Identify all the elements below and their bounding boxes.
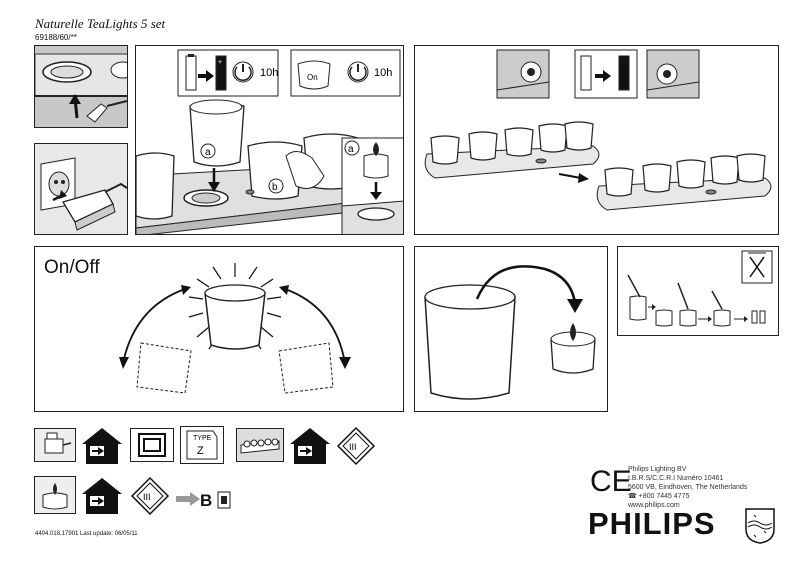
panel-charging-dock: + 10h On 10h a b a <box>135 45 404 235</box>
battery-hours-1: 10h <box>260 67 278 79</box>
address-line-5: www.philips.com <box>628 502 680 509</box>
on-label: On <box>307 73 318 82</box>
philips-shield-logo <box>742 505 778 545</box>
label-b: b <box>272 182 278 193</box>
address-line-3: 5600 VB, Eindhoven, The Netherlands <box>628 484 748 491</box>
doc-reference: 4404.018.17901 Last update: 06/05/11 <box>35 531 138 537</box>
class-iii-label-1: III <box>349 442 357 452</box>
double-insulation-icon <box>130 428 174 462</box>
battery-hours-2: 10h <box>374 67 392 79</box>
type-label: TYPE <box>193 435 212 442</box>
five-candles-illustration <box>424 49 772 211</box>
charging-dock-illustration: + 10h On 10h a b a <box>136 49 403 234</box>
type-letter: Z <box>197 445 204 457</box>
tealight-icon <box>34 476 76 514</box>
class-iii-label-2: III <box>143 492 151 502</box>
dock-plug-illustration <box>35 46 127 127</box>
on-off-title: On/Off <box>44 257 100 278</box>
candle-tealight-illustration <box>424 265 596 400</box>
address-line-2: I.B.R.S/C.C.R.I Numéro 10461 <box>628 475 724 482</box>
address-line-4: ☎ +800 7445 4775 <box>628 493 690 500</box>
document-title: Naturelle TeaLights 5 set <box>35 16 166 31</box>
indoor-use-icon-3 <box>78 476 126 516</box>
manual-icon <box>216 490 232 510</box>
panel-five-candles <box>414 45 779 235</box>
panel-candle-tealight <box>414 246 608 412</box>
indoor-use-icon <box>78 426 126 466</box>
panel-dock-plug <box>34 45 128 128</box>
panel-wall-adapter <box>34 143 128 235</box>
battery-disposal-illustration <box>627 250 773 327</box>
gray-arrow-icon <box>176 492 200 506</box>
class-iii-icon-2: III <box>130 476 170 516</box>
company-address: Philips Lighting BV I.B.R.S/C.C.R.I Numé… <box>628 465 747 510</box>
address-line-1: Philips Lighting BV <box>628 466 687 473</box>
indoor-use-icon-2 <box>286 426 334 466</box>
dock-icon <box>236 428 284 462</box>
label-a1: a <box>205 147 211 158</box>
ce-mark: CE <box>590 465 632 498</box>
product-code: 69188/60/** <box>35 33 77 42</box>
panel-battery-disposal <box>617 246 779 336</box>
class-iii-icon-1: III <box>336 426 376 466</box>
on-off-illustration <box>119 263 351 394</box>
transformer-type-icon: TYPE Z <box>180 426 224 464</box>
panel-on-off: On/Off <box>34 246 404 412</box>
wall-adapter-illustration <box>35 144 127 234</box>
philips-wordmark: PHILIPS <box>588 506 716 541</box>
adapter-icon <box>34 428 76 462</box>
svg-text:+: + <box>218 59 222 66</box>
b-label: B <box>200 491 213 510</box>
label-a2: a <box>348 144 354 155</box>
